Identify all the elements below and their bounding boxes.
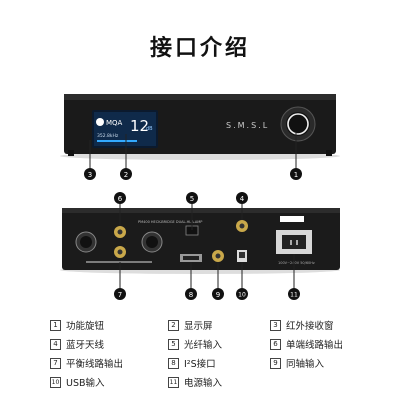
rear-panel: PM400 HECK-BRIDGE DUAL-HLA-AMP (60, 204, 340, 288)
svg-text:8: 8 (189, 291, 193, 299)
callout-2: 2 (120, 168, 132, 180)
power-label: 100V~240V 50/60Hz (278, 261, 315, 265)
svg-text:3: 3 (88, 171, 92, 179)
svg-text:5: 5 (190, 195, 194, 203)
svg-text:2: 2 (124, 171, 128, 179)
callout-11: 11 (288, 288, 300, 300)
screen-mqa: MQA (106, 119, 123, 127)
svg-text:10: 10 (238, 292, 246, 299)
callout-9: 9 (212, 288, 224, 300)
callout-7: 7 (114, 288, 126, 300)
svg-text:4: 4 (240, 195, 245, 203)
callout-4: 4 (236, 192, 248, 204)
function-knob[interactable] (280, 106, 316, 142)
brand-logo: S.M.S.L (226, 121, 269, 130)
svg-text:6: 6 (118, 195, 123, 203)
callout-3: 3 (84, 168, 96, 180)
balanced-output-left[interactable] (75, 231, 97, 253)
callout-1: 1 (290, 168, 302, 180)
page-title: 接口介绍 (149, 36, 250, 61)
balanced-output-right[interactable] (141, 231, 163, 253)
svg-text:9: 9 (216, 291, 220, 299)
screen-unit: dB (146, 126, 153, 132)
callout-8: 8 (185, 288, 197, 300)
screen-volume: 12 (130, 117, 149, 135)
coaxial-input[interactable] (212, 250, 224, 262)
callout-10: 10 (236, 288, 248, 300)
usb-input[interactable] (237, 250, 247, 262)
callout-6: 6 (114, 192, 126, 204)
svg-text:7: 7 (118, 291, 122, 299)
power-input[interactable] (276, 230, 312, 254)
model-text: PM400 HECK-BRIDGE DUAL-HLA-AMP (138, 220, 202, 224)
svg-text:1: 1 (294, 171, 298, 179)
i2s-port[interactable] (180, 254, 202, 262)
svg-text:11: 11 (290, 292, 298, 299)
single-ended-output[interactable] (114, 226, 126, 258)
bluetooth-antenna[interactable] (236, 220, 248, 232)
front-panel: MQA 12 dB 352.8kHz S.M.S.L (60, 94, 340, 168)
screen-sample-rate: 352.8kHz (97, 133, 119, 139)
callout-5: 5 (186, 192, 198, 204)
